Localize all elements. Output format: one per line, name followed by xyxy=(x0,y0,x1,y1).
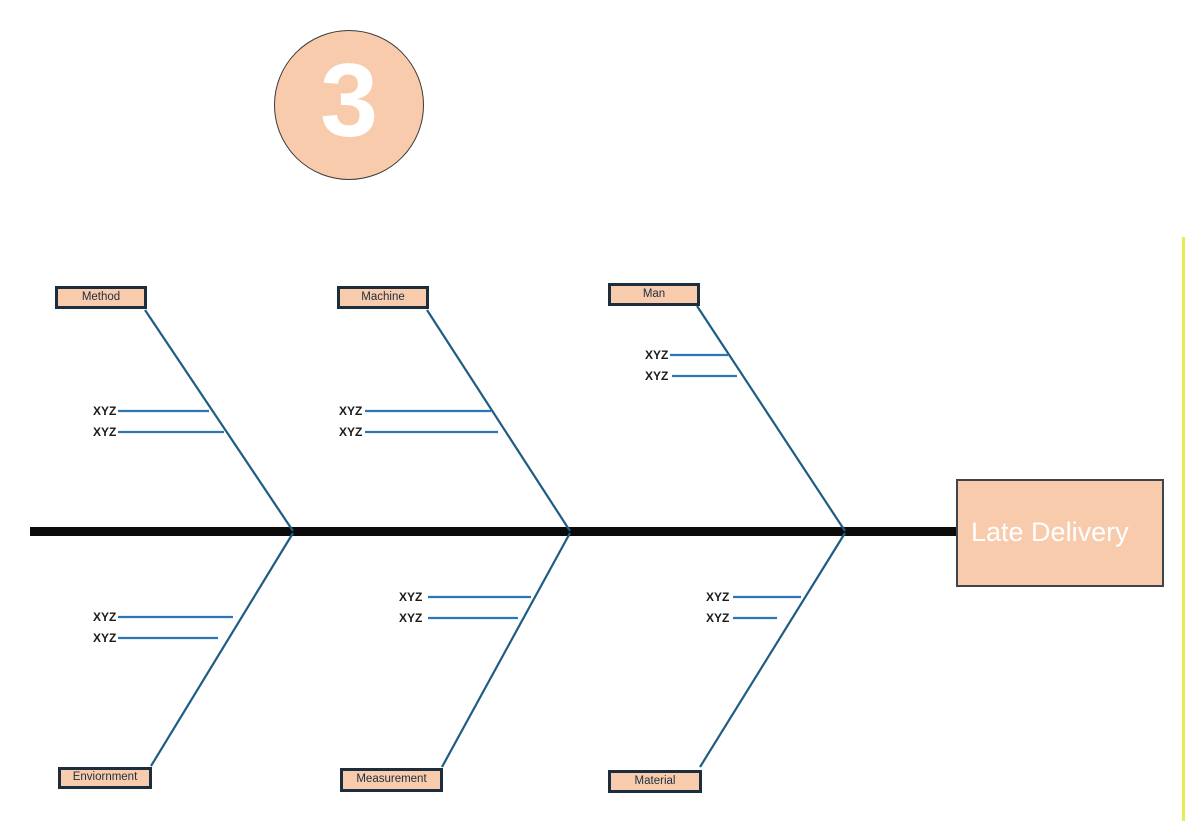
cause-label: XYZ xyxy=(706,590,730,604)
effect-box[interactable]: Late Delivery xyxy=(956,479,1164,587)
category-label-machine: Machine xyxy=(361,290,405,303)
category-label-measurement: Measurement xyxy=(356,773,427,786)
category-box-method[interactable]: Method xyxy=(55,286,147,309)
cause-label: XYZ xyxy=(93,425,117,439)
branch-line-material xyxy=(699,532,846,768)
cause-label: XYZ xyxy=(339,404,363,418)
category-label-enviornment: Enviornment xyxy=(72,771,138,784)
cause-label: XYZ xyxy=(93,610,117,624)
cause-label: XYZ xyxy=(645,369,669,383)
step-badge[interactable]: 3 xyxy=(274,30,424,180)
cause-label: XYZ xyxy=(645,348,669,362)
category-box-measurement[interactable]: Measurement xyxy=(340,768,443,792)
category-box-machine[interactable]: Machine xyxy=(337,286,429,309)
category-label-material: Material xyxy=(634,774,676,787)
category-box-man[interactable]: Man xyxy=(608,283,700,306)
category-box-enviornment[interactable]: Enviornment xyxy=(58,767,152,789)
cause-label: XYZ xyxy=(706,611,730,625)
step-badge-number: 3 xyxy=(320,43,378,159)
cause-label: XYZ xyxy=(93,631,117,645)
branch-line-method xyxy=(144,309,294,532)
category-label-man: Man xyxy=(642,287,666,300)
branch-line-machine xyxy=(426,309,571,532)
cause-label: XYZ xyxy=(399,611,423,625)
cause-label: XYZ xyxy=(339,425,363,439)
branch-line-man xyxy=(696,305,846,532)
category-box-material[interactable]: Material xyxy=(608,770,702,793)
branch-line-measurement xyxy=(441,532,571,768)
cause-label: XYZ xyxy=(399,590,423,604)
effect-label: Late Delivery xyxy=(971,517,1129,548)
cause-label: XYZ xyxy=(93,404,117,418)
category-label-method: Method xyxy=(81,290,121,303)
branch-line-enviornment xyxy=(150,532,294,767)
